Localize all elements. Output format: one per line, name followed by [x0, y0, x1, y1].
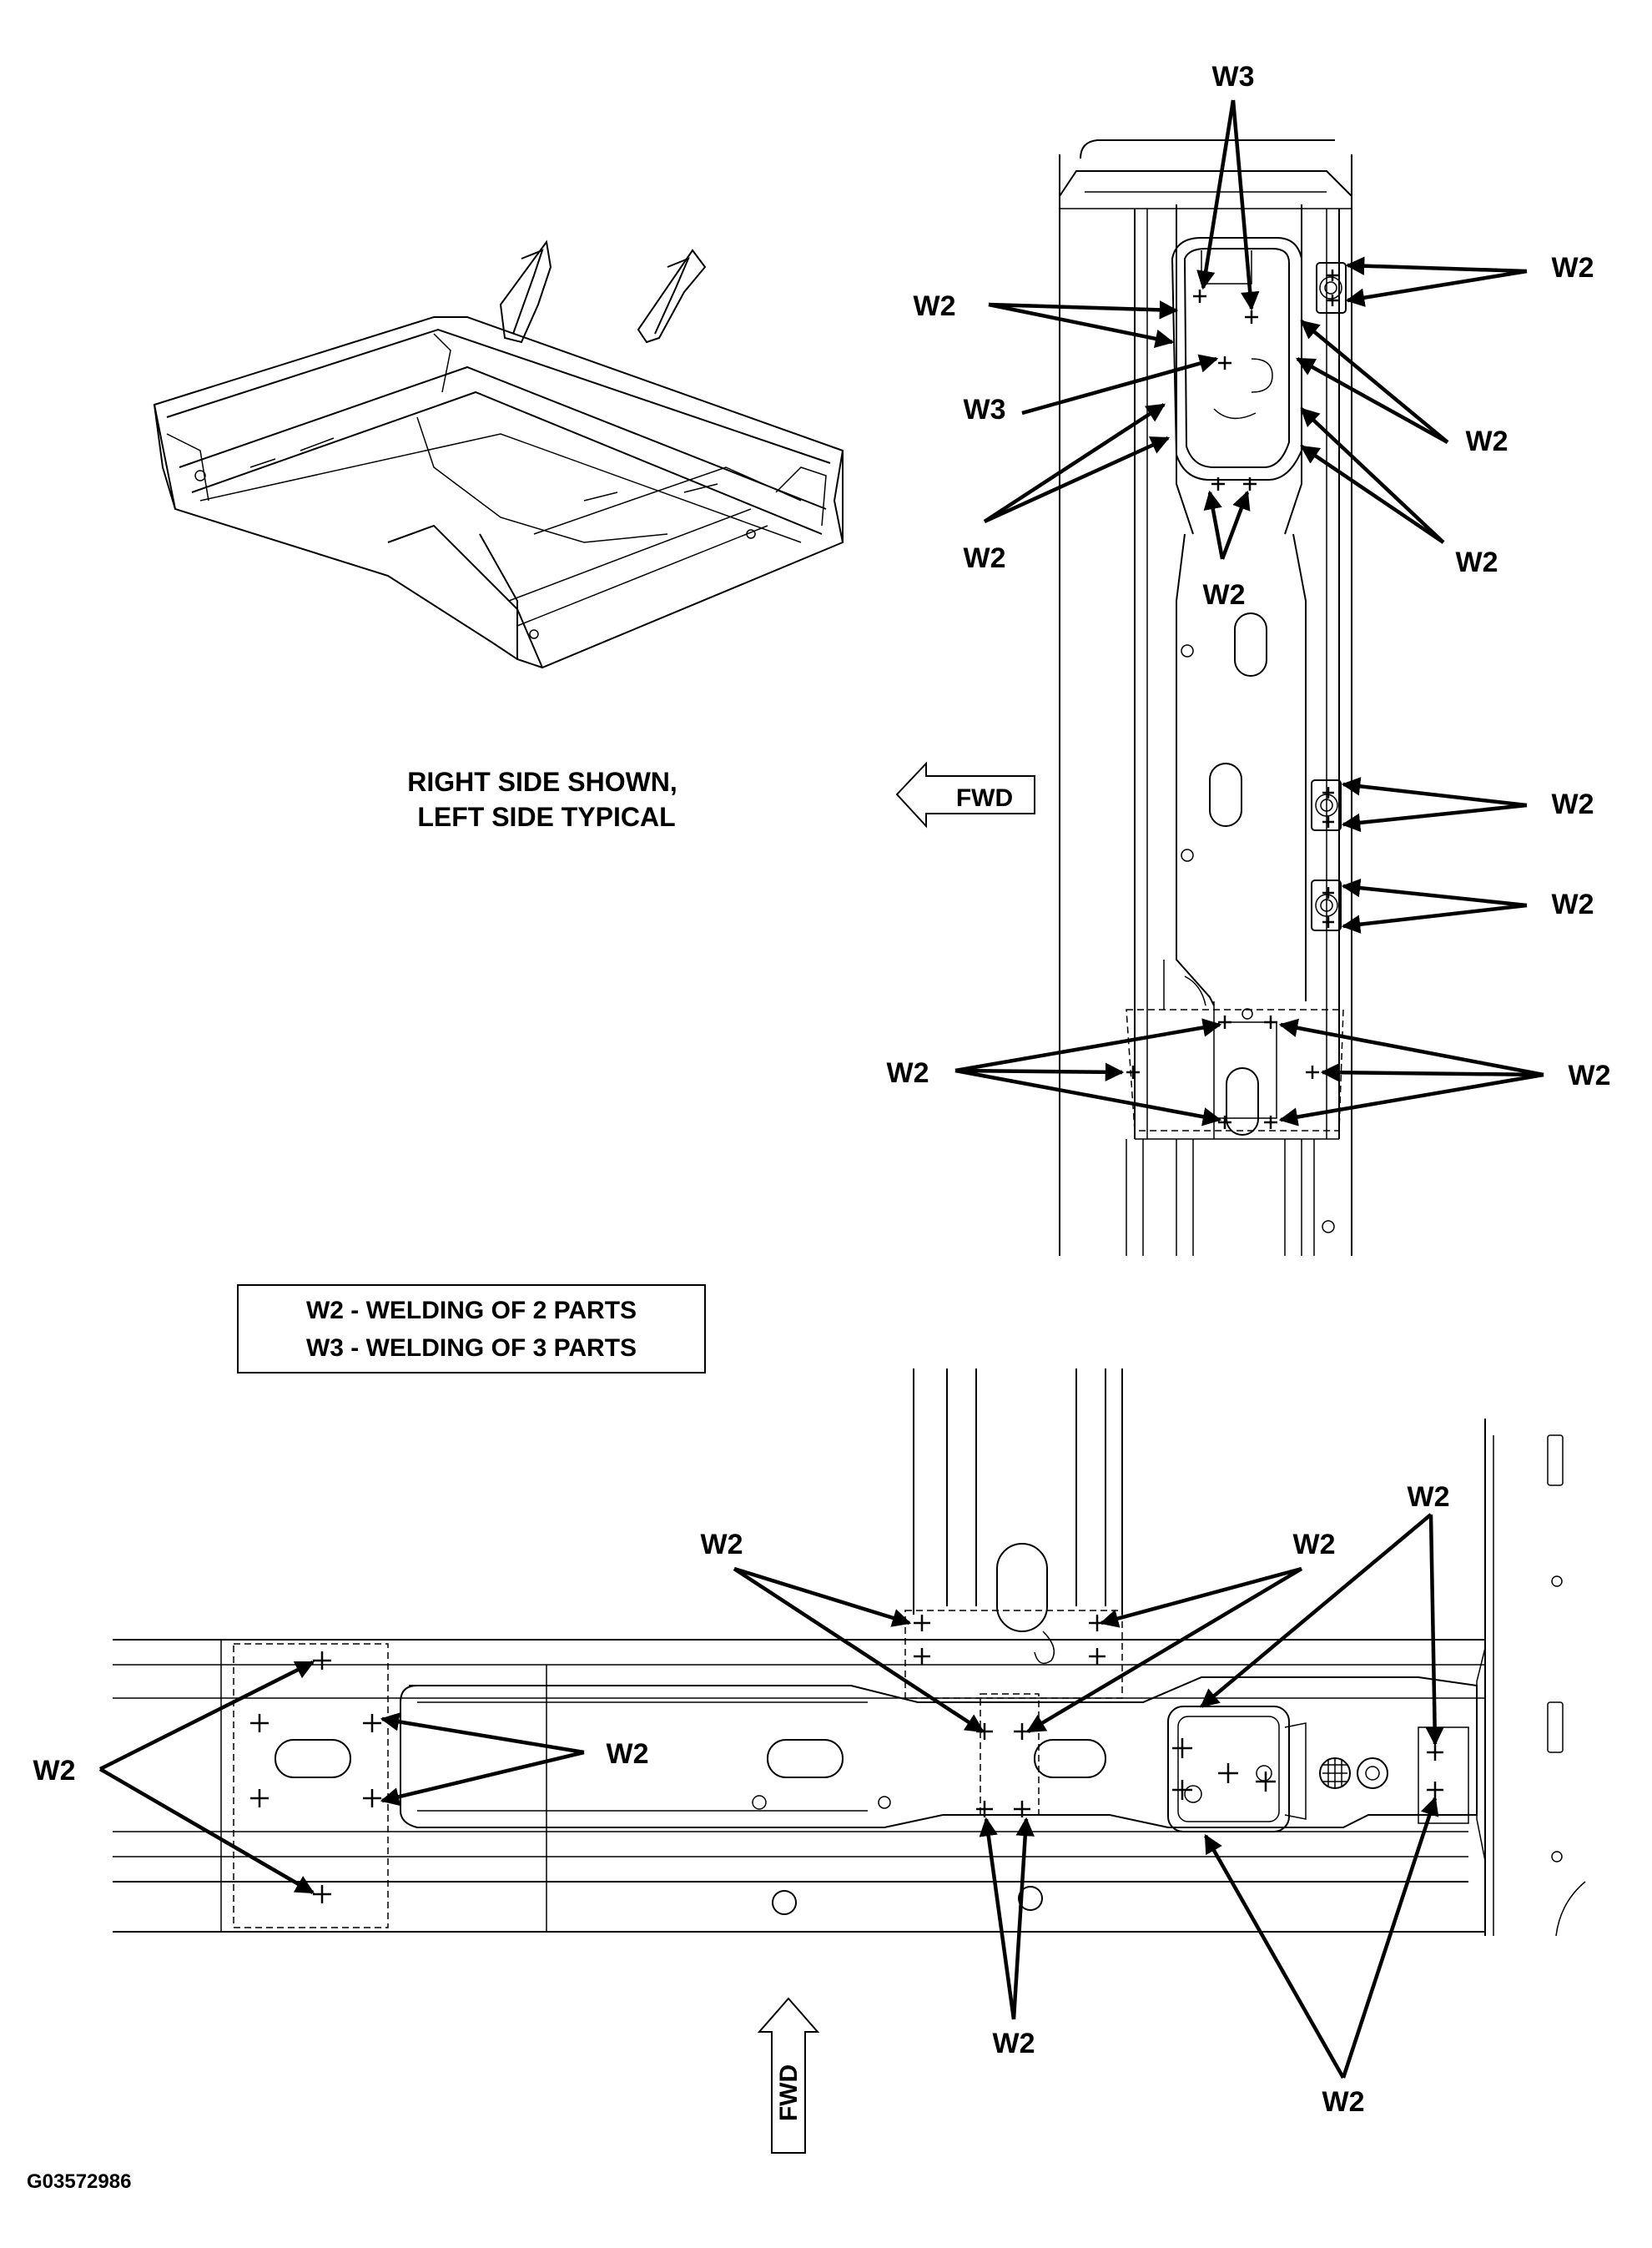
weld-label-w2: W2: [33, 1755, 76, 1787]
weld-label-w3: W3: [964, 394, 1006, 426]
fwd-arrow-up-icon: FWD: [757, 1997, 820, 2154]
weld-legend: W2 - WELDING OF 2 PARTS W3 - WELDING OF …: [237, 1284, 706, 1373]
horizontal-sill-view: [113, 1368, 1586, 1937]
weld-label-w2: W2: [1552, 252, 1594, 284]
weld-label-w2: W2: [1322, 2086, 1365, 2118]
weld-label-w2: W2: [1456, 547, 1498, 578]
location-arrow-icon: [499, 239, 552, 344]
weld-label-w2: W2: [1552, 789, 1594, 820]
fwd-arrow-left-icon: FWD: [895, 761, 1035, 829]
location-arrow-icon: [637, 249, 707, 344]
legend-line-2: W3 - WELDING OF 3 PARTS: [306, 1334, 637, 1362]
fwd-label-top: FWD: [956, 784, 1013, 812]
weld-point-group: [1126, 270, 1338, 1129]
floor-pan-isometric-view: [153, 316, 844, 669]
weld-label-w2: W2: [964, 542, 1006, 574]
weld-label-w2: W2: [1552, 889, 1594, 920]
weld-label-w2: W2: [1569, 1060, 1611, 1091]
weld-label-w2: W2: [1408, 1481, 1450, 1513]
weld-label-w2: W2: [701, 1529, 743, 1560]
weld-label-w2: W2: [887, 1057, 929, 1089]
side-note-line-2: LEFT SIDE TYPICAL: [417, 802, 675, 832]
weld-label-w3: W3: [1212, 61, 1255, 93]
side-note-line-1: RIGHT SIDE SHOWN,: [407, 767, 677, 797]
figure-id: G03572986: [27, 2170, 131, 2193]
weld-label-w2: W2: [914, 290, 956, 322]
vertical-rail-view: [1059, 139, 1352, 1256]
weld-leader-arrows-bottom: [98, 1513, 1444, 2079]
fwd-label-bottom: FWD: [775, 2064, 803, 2121]
weld-label-w2: W2: [607, 1738, 649, 1770]
weld-point-group: [250, 1615, 1443, 1903]
weld-label-w2: W2: [993, 2028, 1035, 2059]
weld-label-w2: W2: [1466, 426, 1508, 457]
weld-label-w2: W2: [1293, 1529, 1336, 1560]
legend-line-1: W2 - WELDING OF 2 PARTS: [306, 1297, 637, 1324]
weld-leader-arrows-top: [954, 99, 1544, 1127]
weld-label-w2: W2: [1203, 579, 1246, 611]
